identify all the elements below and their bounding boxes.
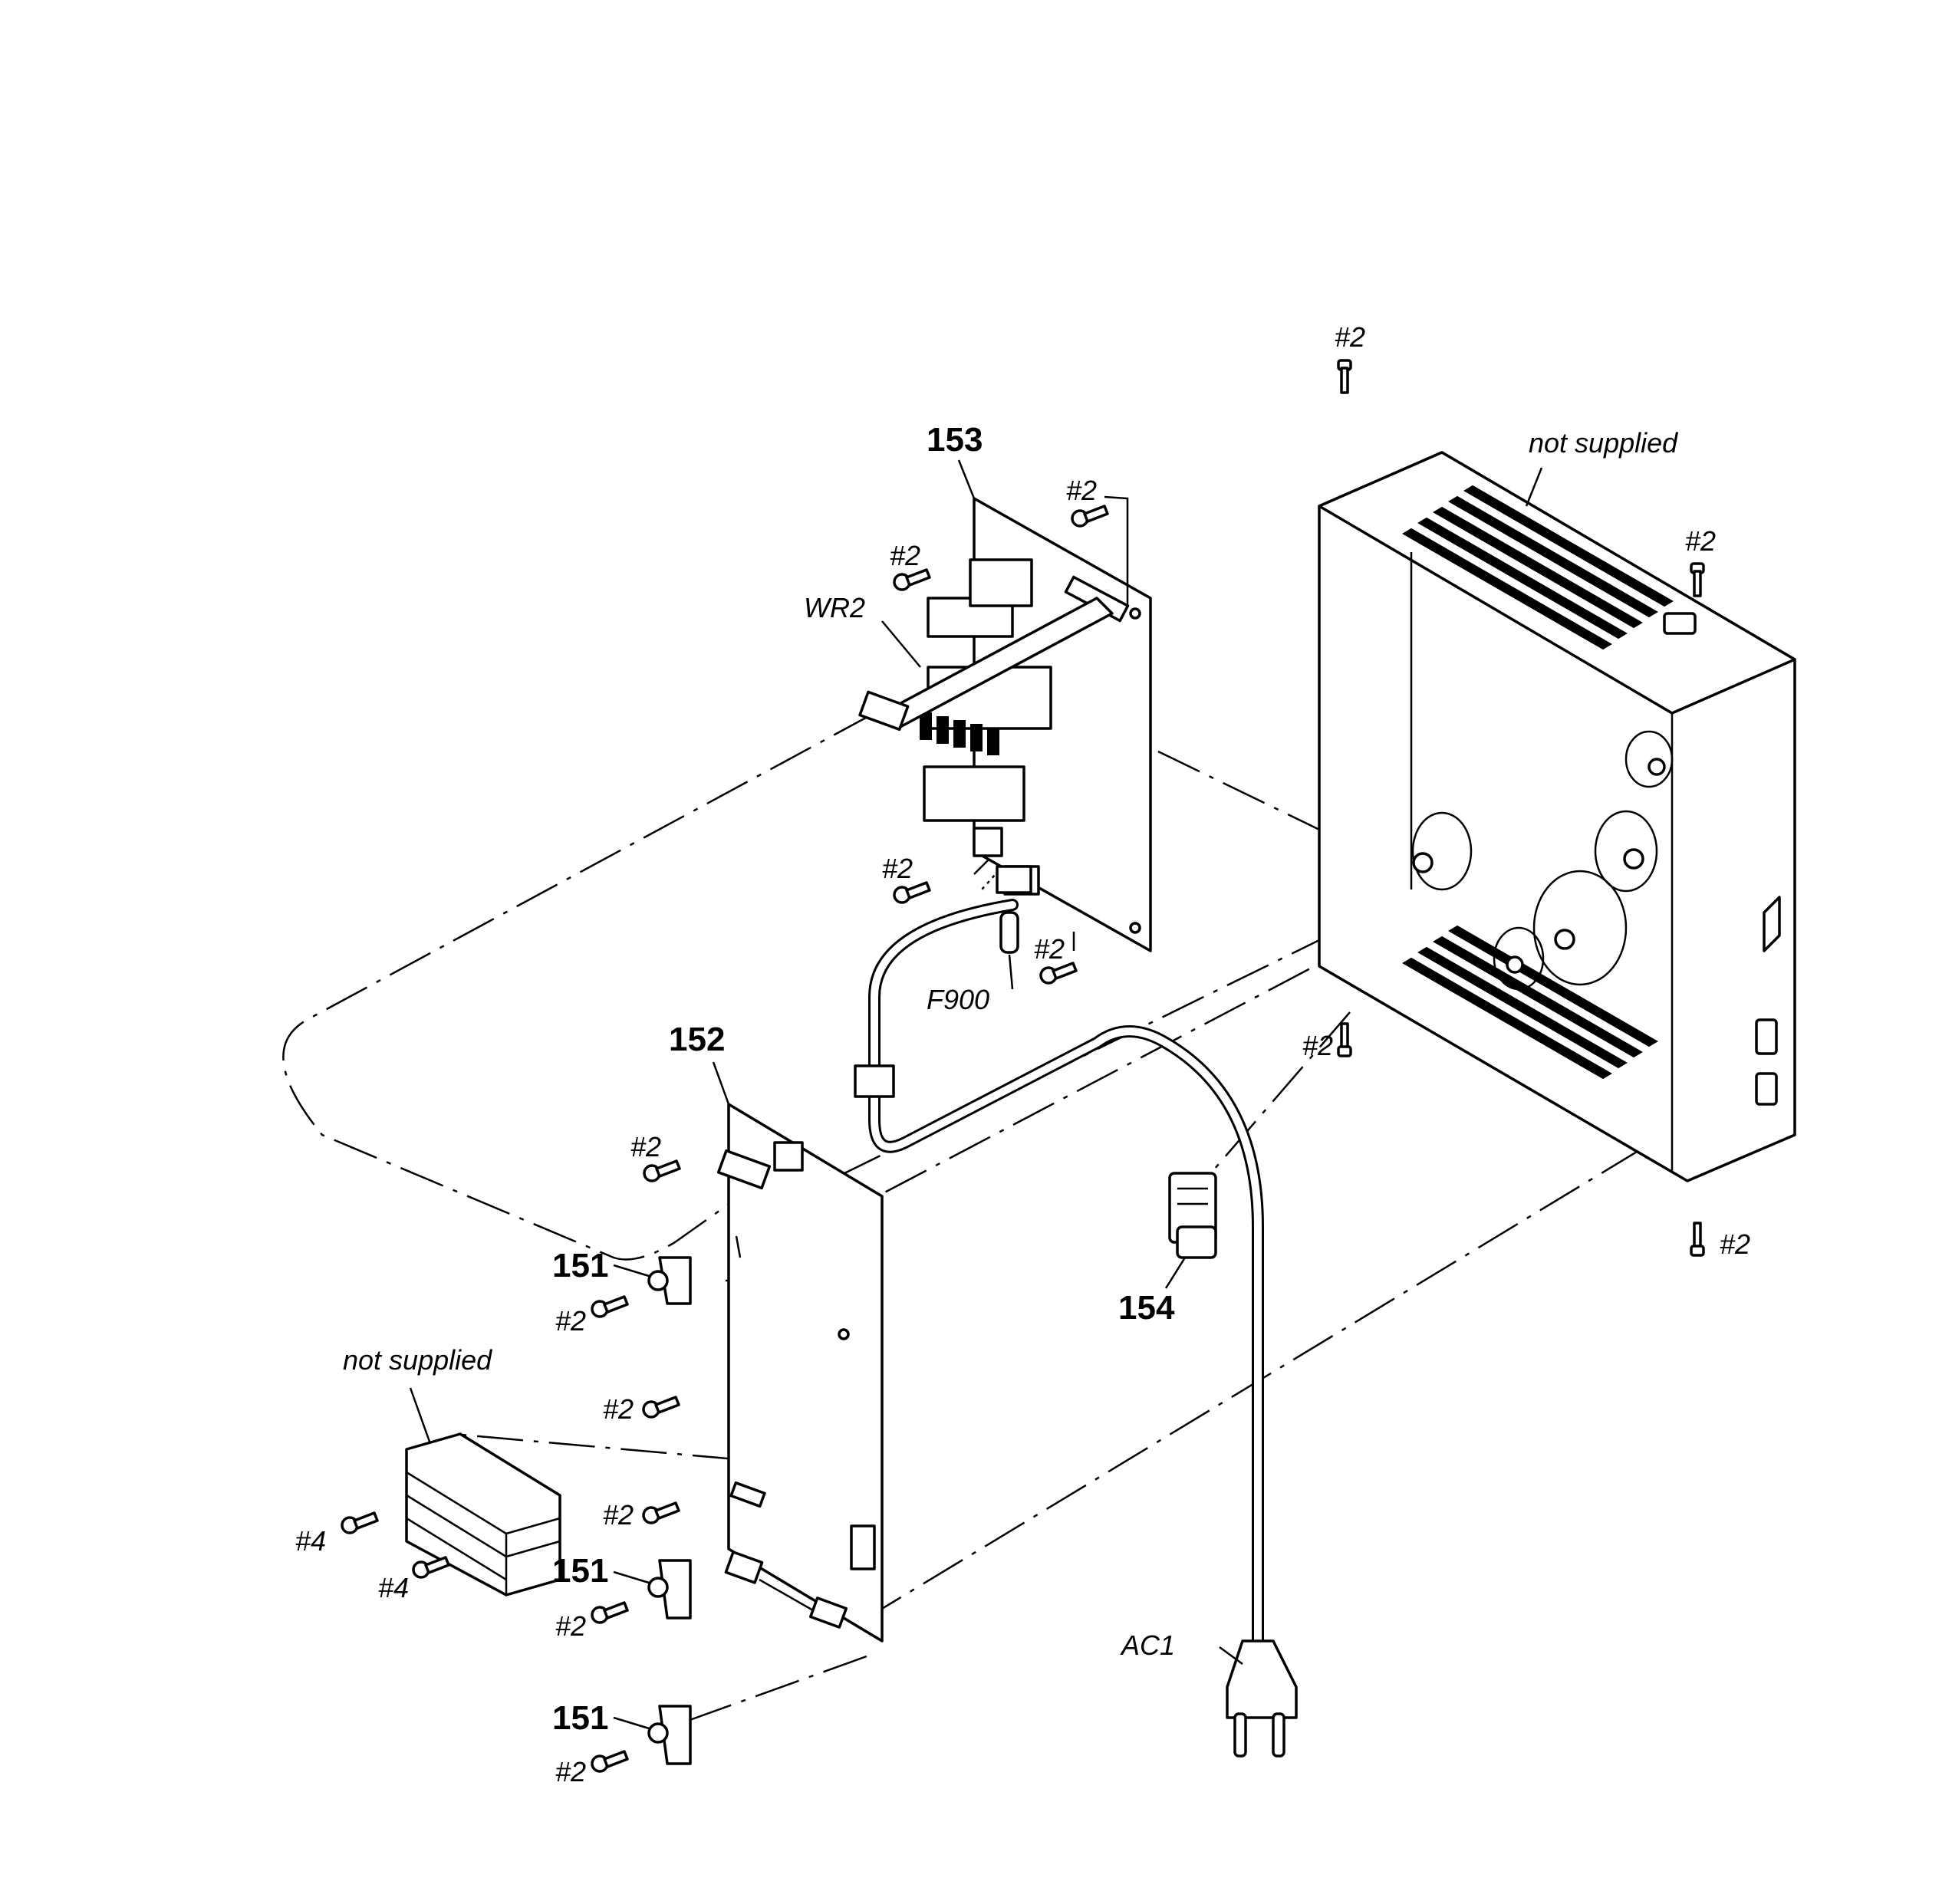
chassis-bottom-vents: [1402, 925, 1658, 1080]
ac-plug-ac1: [1226, 1639, 1298, 1758]
chassis-top-vents: [1402, 485, 1674, 650]
label-screw-bracket-2: #2: [555, 1610, 586, 1642]
label-screw-board152-3: #2: [603, 1499, 634, 1531]
label-screw-chassis-bottom-1: #2: [1302, 1030, 1333, 1061]
screw-board152-1: [643, 1159, 681, 1182]
screws: [341, 359, 1705, 1773]
label-screw-chassis-top-1: #2: [1335, 321, 1365, 353]
label-screw-chassis-top-2: #2: [1685, 525, 1716, 557]
power-cable-internal: [854, 865, 1264, 1655]
label-152: 152: [669, 1021, 725, 1058]
label-screw-heatsink-2: #4: [378, 1572, 409, 1603]
heatsink-not-supplied: [405, 1432, 561, 1597]
screw-board153-1: [1071, 505, 1109, 528]
screw-bracket-3: [591, 1750, 629, 1773]
label-screw-chassis-bottom-2: #2: [1720, 1228, 1750, 1260]
screw-chassis-bottom-2: [1690, 1222, 1705, 1257]
harness-wr2: [858, 597, 1114, 732]
bracket-151-a: [647, 1256, 692, 1305]
label-151-c: 151: [552, 1699, 608, 1737]
leader-lines: [409, 459, 1543, 1730]
label-wr2: WR2: [804, 592, 865, 623]
label-153: 153: [927, 421, 983, 459]
screw-board152-3: [642, 1501, 680, 1524]
heatsink-fins-153: [920, 712, 999, 755]
label-screw-board152-1: #2: [630, 1131, 661, 1162]
label-not-supplied-chassis: not supplied: [1529, 427, 1678, 459]
label-screw-board153-4: #2: [1034, 933, 1065, 965]
screw-board153-3: [893, 881, 931, 904]
screw-heatsink-2: [412, 1556, 450, 1579]
screw-chassis-top-1: [1337, 359, 1352, 394]
label-f900: F900: [927, 984, 989, 1015]
screw-chassis-top-2: [1690, 562, 1705, 597]
label-151-b: 151: [552, 1552, 608, 1590]
label-screw-heatsink-1: #4: [295, 1525, 326, 1557]
screw-board152-2: [642, 1396, 680, 1419]
screw-bracket-1: [591, 1295, 629, 1318]
pcb-board-152: [716, 1103, 884, 1643]
label-not-supplied-heatsink: not supplied: [343, 1344, 492, 1376]
pcb-board-153: [920, 497, 1152, 952]
bracket-151-c: [647, 1705, 692, 1765]
bracket-151-b: [647, 1559, 692, 1620]
label-154: 154: [1118, 1289, 1175, 1327]
screw-heatsink-1: [341, 1511, 379, 1534]
label-screw-board153-1: #2: [1066, 475, 1097, 506]
power-socket-154: [1168, 1172, 1217, 1259]
label-screw-board153-3: #2: [882, 853, 913, 884]
chassis-frame: [1318, 451, 1796, 1182]
fuse-f900: [999, 911, 1019, 954]
screw-chassis-bottom-1: [1337, 1022, 1352, 1057]
label-screw-board152-2: #2: [603, 1393, 634, 1425]
label-screw-bracket-1: #2: [555, 1305, 586, 1337]
label-screw-board153-2: #2: [890, 540, 920, 571]
label-151-a: 151: [552, 1247, 608, 1284]
screw-board153-4: [1039, 962, 1078, 985]
labels: 153 152 154 151 151 151 WR2 F900 AC1 not…: [295, 321, 1750, 1787]
label-ac1: AC1: [1120, 1629, 1175, 1661]
screw-bracket-2: [591, 1601, 629, 1624]
label-screw-bracket-3: #2: [555, 1756, 586, 1787]
screw-board153-2: [893, 568, 931, 591]
